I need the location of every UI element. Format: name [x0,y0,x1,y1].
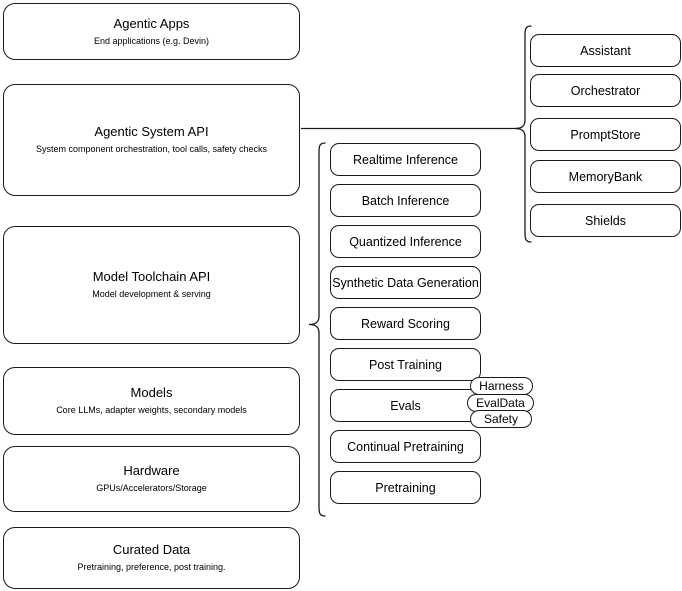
layer-box-models[interactable]: Models Core LLMs, adapter weights, secon… [3,367,300,435]
brace-toolchain-capabilities [303,140,327,520]
capability-box-post-training[interactable]: Post Training [330,348,481,381]
connector-line-system-api [300,120,522,138]
layer-title: Hardware [123,463,180,478]
component-label: Assistant [580,43,631,58]
component-label: PromptStore [570,127,641,142]
layer-subtitle: System component orchestration, tool cal… [35,144,268,154]
component-box-orchestrator[interactable]: Orchestrator [530,74,681,107]
capability-box-batch-inference[interactable]: Batch Inference [330,184,481,217]
capability-label: Evals [390,398,421,413]
component-label: Orchestrator [570,83,641,98]
layer-box-hardware[interactable]: Hardware GPUs/Accelerators/Storage [3,446,300,512]
capability-box-evals[interactable]: Evals [330,389,481,422]
capability-label: Reward Scoring [361,316,450,331]
layer-box-agentic-apps[interactable]: Agentic Apps End applications (e.g. Devi… [3,3,300,60]
layer-title: Model Toolchain API [92,269,211,284]
layer-title: Agentic Apps [113,15,190,31]
component-box-promptstore[interactable]: PromptStore [530,118,681,151]
capability-label: Pretraining [375,480,436,495]
layer-box-model-toolchain-api[interactable]: Model Toolchain API Model development & … [3,226,300,344]
capability-label: Realtime Inference [353,152,458,167]
layer-subtitle: Model development & serving [92,289,211,299]
component-label: MemoryBank [568,169,643,184]
component-box-memorybank[interactable]: MemoryBank [530,160,681,193]
capability-box-reward-scoring[interactable]: Reward Scoring [330,307,481,340]
capability-label: Quantized Inference [349,234,462,249]
pill-label: Harness [479,379,524,393]
layer-title: Agentic System API [94,124,209,139]
capability-box-synthetic-data-generation[interactable]: Synthetic Data Generation [330,266,481,299]
capability-label: Post Training [369,357,442,372]
layer-title: Models [130,385,173,400]
component-label: Shields [585,213,626,228]
capability-box-continual-pretraining[interactable]: Continual Pretraining [330,430,481,463]
capability-label: Batch Inference [361,193,450,208]
layer-subtitle: Pretraining, preference, post training. [77,562,226,572]
evals-child-pill-harness[interactable]: Harness [470,377,533,395]
capability-label: Synthetic Data Generation [332,275,479,290]
layer-subtitle: End applications (e.g. Devin) [93,35,210,46]
evals-child-pill-safety[interactable]: Safety [470,410,532,428]
capability-box-pretraining[interactable]: Pretraining [330,471,481,504]
capability-box-quantized-inference[interactable]: Quantized Inference [330,225,481,258]
layer-title: Curated Data [112,542,191,557]
component-box-shields[interactable]: Shields [530,204,681,237]
layer-subtitle: Core LLMs, adapter weights, secondary mo… [56,405,247,415]
layer-box-agentic-system-api[interactable]: Agentic System API System component orch… [3,84,300,196]
layer-subtitle: GPUs/Accelerators/Storage [96,483,207,493]
pill-label: Safety [483,412,519,426]
pill-label: EvalData [476,396,525,410]
component-box-assistant[interactable]: Assistant [530,34,681,67]
layer-box-curated-data[interactable]: Curated Data Pretraining, preference, po… [3,527,300,589]
capability-label: Continual Pretraining [347,439,464,454]
capability-box-realtime-inference[interactable]: Realtime Inference [330,143,481,176]
